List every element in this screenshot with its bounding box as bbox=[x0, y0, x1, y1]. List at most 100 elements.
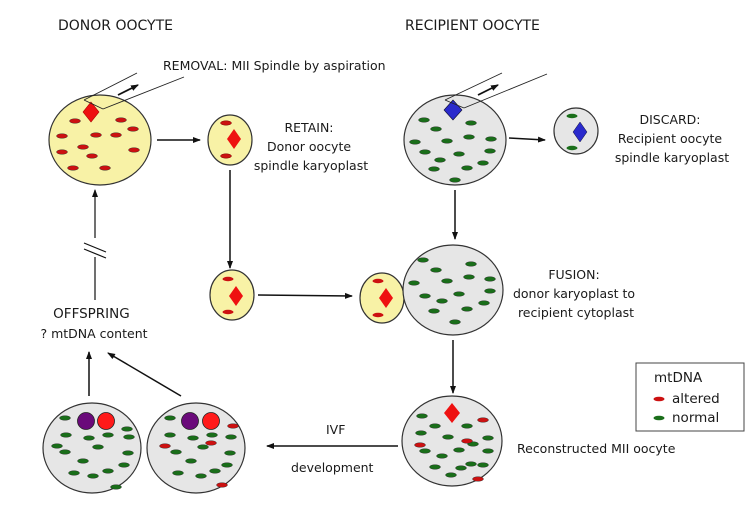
donor-spindle-icon bbox=[379, 288, 393, 308]
discard-label: DISCARD: Recipient oocyte spindle karyop… bbox=[615, 112, 729, 165]
donor-spindle-icon bbox=[229, 286, 243, 306]
normal-mtdna bbox=[419, 448, 431, 454]
normal-mtdna bbox=[429, 423, 441, 429]
donor-aspiration-pipette-icon bbox=[83, 72, 185, 110]
normal-mtdna bbox=[83, 435, 95, 441]
altered-mtdna bbox=[472, 476, 484, 482]
normal-mtdna bbox=[484, 288, 496, 294]
normal-mtdna bbox=[409, 139, 421, 145]
legend-altered-label: altered bbox=[672, 391, 720, 407]
normal-mtdna bbox=[51, 443, 63, 449]
normal-mtdna bbox=[477, 160, 489, 166]
normal-mtdna bbox=[164, 432, 176, 438]
normal-mtdna bbox=[436, 298, 448, 304]
normal-mtdna bbox=[449, 177, 461, 183]
normal-mtdna bbox=[445, 472, 457, 478]
normal-mtdna bbox=[164, 415, 176, 421]
altered-mtdna bbox=[99, 165, 111, 171]
donor-mtdna-group bbox=[56, 117, 140, 171]
normal-mtdna bbox=[206, 432, 218, 438]
pronucleus-icon bbox=[97, 412, 115, 430]
normal-mtdna bbox=[209, 468, 221, 474]
normal-mtdna bbox=[449, 319, 461, 325]
normal-mtdna bbox=[566, 113, 578, 119]
altered-mtdna bbox=[69, 118, 81, 124]
normal-mtdna bbox=[123, 434, 135, 440]
donor-oocyte-heading: DONOR OOCYTE bbox=[58, 18, 173, 34]
reconstructed-mtdna-group bbox=[414, 413, 494, 482]
normal-mtdna bbox=[465, 120, 477, 126]
donor-oocyte-cell bbox=[48, 94, 152, 186]
offspring-label: OFFSPRING ? mtDNA content bbox=[40, 303, 147, 341]
donor-oocyte bbox=[48, 94, 152, 186]
normal-mtdna bbox=[429, 464, 441, 470]
reconstructed-oocyte bbox=[401, 395, 503, 487]
normal-mtdna bbox=[463, 134, 475, 140]
arrow-recipient-to-discard bbox=[508, 136, 546, 143]
normal-mtdna bbox=[224, 450, 236, 456]
normal-mtdna bbox=[453, 291, 465, 297]
altered-mtdna bbox=[56, 149, 68, 155]
legend-normal-label: normal bbox=[672, 410, 719, 426]
development-label: development bbox=[291, 460, 374, 475]
altered-mtdna bbox=[227, 423, 239, 429]
normal-mtdna bbox=[419, 149, 431, 155]
normal-mtdna bbox=[92, 444, 104, 450]
recipient-oocyte-heading: RECIPIENT OOCYTE bbox=[405, 18, 540, 34]
pronucleus-icon bbox=[77, 412, 95, 430]
normal-mtdna bbox=[465, 461, 477, 467]
donor-spindle-icon bbox=[227, 129, 241, 149]
altered-mtdna bbox=[90, 132, 102, 138]
pronucleus-icon bbox=[181, 412, 199, 430]
donor-karyoplast-transfer bbox=[209, 269, 255, 321]
normal-mtdna bbox=[415, 430, 427, 436]
normal-mtdna bbox=[461, 423, 473, 429]
removal-label: REMOVAL: MII Spindle by aspiration bbox=[163, 58, 386, 73]
altered-mtdna bbox=[222, 276, 234, 282]
altered-mtdna bbox=[128, 147, 140, 153]
normal-mtdna bbox=[482, 435, 494, 441]
normal-mtdna bbox=[60, 432, 72, 438]
legend-title: mtDNA bbox=[654, 370, 703, 386]
pronucleus-icon bbox=[202, 412, 220, 430]
normal-mtdna bbox=[477, 462, 489, 468]
altered-mtdna bbox=[86, 153, 98, 159]
altered-mtdna bbox=[115, 117, 127, 123]
altered-mtdna bbox=[56, 133, 68, 139]
normal-mtdna bbox=[428, 308, 440, 314]
recipient-cytoplast bbox=[402, 244, 504, 336]
normal-mtdna bbox=[110, 484, 122, 490]
altered-mtdna bbox=[220, 153, 232, 159]
normal-mtdna bbox=[408, 280, 420, 286]
reconstructed-label: Reconstructed MII oocyte bbox=[517, 441, 676, 456]
donor-spindle-icon bbox=[82, 101, 100, 123]
normal-mtdna bbox=[419, 293, 431, 299]
normal-mtdna bbox=[68, 470, 80, 476]
legend-altered-swatch bbox=[653, 396, 665, 402]
fusing-karyoplast bbox=[359, 272, 405, 324]
recipient-spindle-icon bbox=[572, 121, 588, 143]
normal-mtdna bbox=[195, 473, 207, 479]
discarded-recipient-karyoplast bbox=[553, 107, 599, 155]
normal-mtdna bbox=[102, 468, 114, 474]
retain-label: RETAIN: Donor oocyte spindle karyoplast bbox=[254, 120, 368, 173]
altered-mtdna bbox=[159, 443, 171, 449]
normal-mtdna bbox=[461, 306, 473, 312]
altered-mtdna bbox=[477, 417, 489, 423]
normal-mtdna bbox=[172, 470, 184, 476]
normal-mtdna bbox=[441, 278, 453, 284]
normal-mtdna bbox=[187, 435, 199, 441]
retained-donor-karyoplast bbox=[207, 114, 253, 166]
normal-mtdna bbox=[59, 415, 71, 421]
zygote-mixed bbox=[146, 402, 246, 494]
normal-mtdna bbox=[461, 165, 473, 171]
normal-mtdna bbox=[441, 138, 453, 144]
recipient-aspiration-pipette-icon bbox=[444, 72, 548, 109]
cytoplast-mtdna-group bbox=[408, 257, 496, 325]
normal-mtdna bbox=[77, 458, 89, 464]
normal-mtdna bbox=[221, 462, 233, 468]
normal-mtdna bbox=[418, 117, 430, 123]
normal-mtdna bbox=[463, 274, 475, 280]
